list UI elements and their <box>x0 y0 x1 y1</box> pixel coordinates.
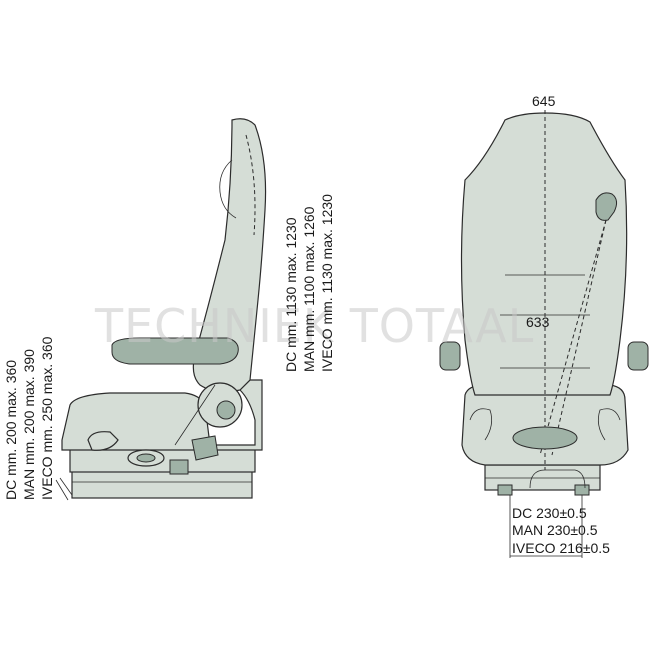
side-backrest-labels: DC mm. 1130 max. 1230 MAN mm. 1100 max. … <box>283 194 335 372</box>
rail-label-dc: DC 230±0.5 <box>512 505 587 521</box>
front-rail-left <box>497 484 513 496</box>
seat-belt-anchor <box>595 192 618 221</box>
height-label-dc: DC mm. 200 max. 360 <box>3 360 19 500</box>
watermark: TECHNIEK TOTAAL <box>94 299 534 353</box>
front-backrest <box>460 112 628 396</box>
rail-label-iveco: IVECO 216±0.5 <box>512 540 610 556</box>
backrest-label-man: MAN mm. 1100 max. 1260 <box>301 206 317 372</box>
front-width-mid: 633 <box>526 314 550 330</box>
backrest-label-iveco: IVECO mm. 1130 max. 1230 <box>319 194 335 372</box>
height-label-man: MAN mm. 200 max. 390 <box>21 349 37 500</box>
side-handle-front <box>87 431 119 451</box>
front-rail-right <box>574 484 590 496</box>
side-view-seat <box>55 118 267 501</box>
front-view-seat <box>439 110 649 496</box>
front-width-top: 645 <box>532 93 556 109</box>
front-armrest-right <box>627 341 649 371</box>
recline-knob-center <box>216 400 236 420</box>
rail-label-man: MAN 230±0.5 <box>512 522 598 538</box>
front-control-panel <box>512 426 578 450</box>
front-handle-bar <box>529 469 586 489</box>
backrest-label-dc: DC mm. 1130 max. 1230 <box>283 217 299 372</box>
side-lever <box>191 435 219 461</box>
side-height-labels: DC mm. 200 max. 360 MAN mm. 200 max. 390… <box>3 336 55 500</box>
front-armrest-left <box>439 341 461 371</box>
side-handle <box>219 159 237 219</box>
height-label-iveco: IVECO mm. 250 max. 360 <box>39 336 55 500</box>
side-base <box>71 469 253 499</box>
side-backrest <box>192 118 267 393</box>
side-pedal <box>169 459 189 475</box>
side-armrest <box>111 337 239 365</box>
dimension-lines <box>509 495 583 558</box>
